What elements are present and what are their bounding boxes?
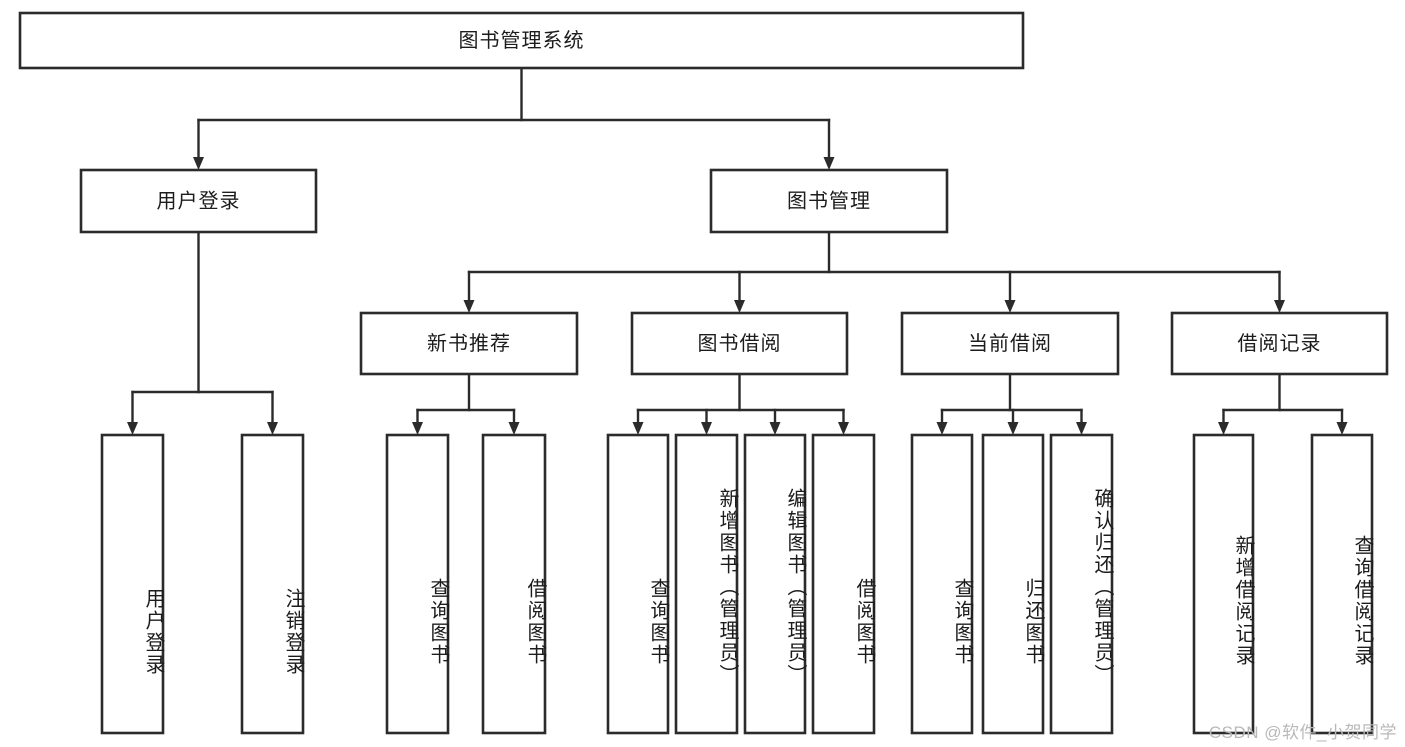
leaf-node-查询借阅记录-12[interactable] bbox=[1310, 433, 1374, 735]
leaf-node-确认归还管理员-10[interactable] bbox=[1049, 433, 1114, 735]
level1-node-图书管理-label: 图书管理 bbox=[787, 189, 871, 212]
leaf-node-查询图书-4[interactable] bbox=[606, 433, 670, 735]
leaf-node-注销登录-1[interactable] bbox=[240, 433, 305, 735]
leaf-node-新增借阅记录-11[interactable] bbox=[1192, 433, 1255, 735]
edge-bookmgmt-arrow-3 bbox=[1274, 300, 1285, 313]
level2-node-借阅记录[interactable] bbox=[1170, 311, 1389, 376]
leaf-node-归还图书-9[interactable] bbox=[981, 433, 1045, 735]
level2-node-当前借阅[interactable] bbox=[900, 311, 1120, 376]
edge-bookmgmt-arrow-2 bbox=[1004, 300, 1016, 313]
level2-node-当前借阅-label: 当前借阅 bbox=[968, 332, 1052, 355]
leaf-node-新增图书管理员-5[interactable] bbox=[674, 433, 739, 735]
edge-borrow-arrow-3 bbox=[838, 422, 849, 435]
edge-root-arrow-0 bbox=[193, 157, 204, 170]
edge-borrow-arrow-2 bbox=[769, 422, 781, 435]
edge-bookmgmt-arrow-0 bbox=[463, 300, 475, 313]
leaf-node-查询图书-8[interactable] bbox=[910, 433, 974, 735]
edge-bookmgmt-arrow-1 bbox=[734, 300, 745, 313]
level1-node-用户登录[interactable] bbox=[79, 168, 318, 234]
edge-userlogin-arrow-0 bbox=[127, 422, 138, 435]
edge-current-arrow-0 bbox=[936, 422, 948, 435]
edge-borrow-arrow-0 bbox=[632, 422, 644, 435]
level2-node-图书借阅[interactable] bbox=[630, 311, 849, 376]
level2-node-新书推荐[interactable] bbox=[359, 311, 579, 376]
edge-borrow-arrow-1 bbox=[701, 422, 712, 435]
boxes-layer bbox=[18, 11, 1389, 735]
edge-current-arrow-2 bbox=[1076, 422, 1087, 435]
level2-node-借阅记录-label: 借阅记录 bbox=[1238, 332, 1322, 355]
edge-record-arrow-1 bbox=[1336, 422, 1348, 435]
leaf-node-用户登录-0[interactable] bbox=[100, 433, 165, 735]
level1-node-用户登录-label: 用户登录 bbox=[157, 189, 241, 212]
leaf-node-借阅图书-3[interactable] bbox=[481, 433, 547, 735]
edge-newbook-arrow-1 bbox=[508, 422, 520, 435]
level2-node-图书借阅-label: 图书借阅 bbox=[698, 332, 782, 355]
leaf-node-借阅图书-7[interactable] bbox=[811, 433, 876, 735]
edge-root-arrow-1 bbox=[823, 157, 835, 170]
level1-node-图书管理[interactable] bbox=[709, 168, 949, 234]
edge-userlogin-arrow-1 bbox=[267, 422, 278, 435]
edge-current-arrow-1 bbox=[1007, 422, 1019, 435]
edges-layer bbox=[127, 66, 1348, 435]
edge-newbook-arrow-0 bbox=[412, 422, 423, 435]
level2-node-新书推荐-label: 新书推荐 bbox=[427, 332, 511, 355]
leaf-node-查询图书-2[interactable] bbox=[385, 433, 450, 735]
leaf-node-编辑图书管理员-6[interactable] bbox=[743, 433, 807, 735]
edge-record-arrow-0 bbox=[1218, 422, 1229, 435]
root-node[interactable] bbox=[18, 11, 1025, 70]
root-node-label: 图书管理系统 bbox=[459, 29, 585, 52]
watermark: CSDN @软件_小贺同学 bbox=[1208, 723, 1397, 742]
